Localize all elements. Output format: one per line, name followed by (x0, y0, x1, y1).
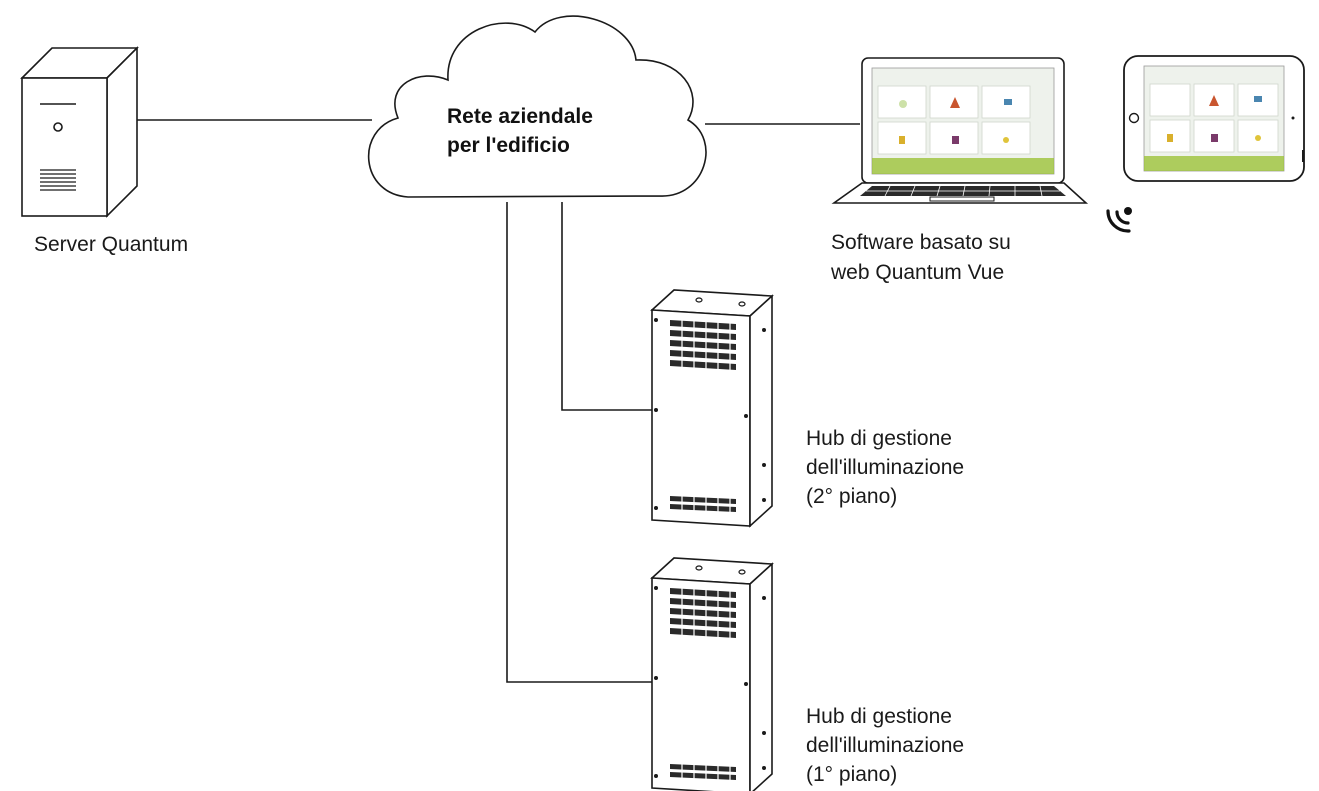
software-label-line2: web Quantum Vue (831, 261, 1005, 284)
software-label-line1: Software basato su (831, 231, 1011, 254)
tower-server-icon (20, 46, 139, 218)
hub-2-label-line2: dell'illuminazione (806, 456, 965, 479)
hub-1-label-line1: Hub di gestione (806, 705, 952, 728)
hub-1-label-line2: dell'illuminazione (806, 734, 965, 757)
lighting-hub-1-icon (651, 557, 773, 791)
line-cloud-hub-2 (561, 202, 654, 411)
hub-2-label-line1: Hub di gestione (806, 427, 952, 450)
network-label-line2: per l'edificio (447, 134, 570, 157)
network-label-line1: Rete aziendale (447, 105, 593, 128)
laptop-icon (831, 57, 1089, 204)
hub-2-label-line3: (2° piano) (806, 485, 898, 508)
lighting-hub-2-icon (651, 289, 773, 527)
tablet-icon (1123, 55, 1305, 182)
cloud-icon (367, 15, 707, 198)
server-label: Server Quantum (34, 233, 189, 256)
wireless-icon (1106, 207, 1132, 233)
connection-lines (137, 119, 860, 683)
line-cloud-hub-1 (506, 202, 654, 683)
hub-1-label-line3: (1° piano) (806, 763, 898, 786)
